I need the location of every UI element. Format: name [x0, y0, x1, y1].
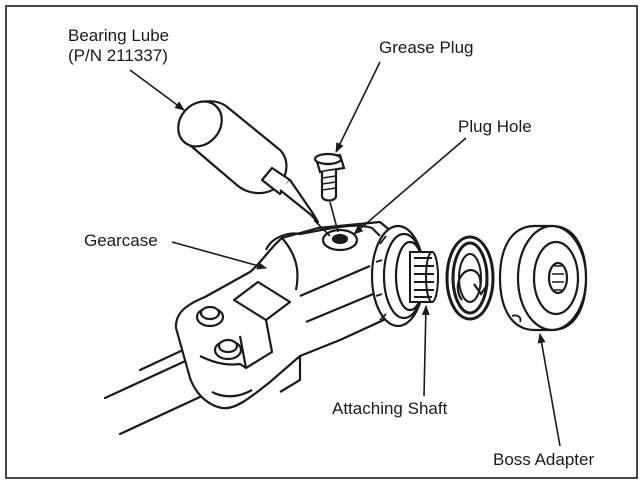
arrow-grease-plug [335, 61, 381, 153]
label-boss-adapter: Boss Adapter [493, 450, 595, 469]
label-attaching-shaft: Attaching Shaft [332, 399, 448, 418]
arrow-boss-adapter [537, 333, 561, 447]
figure-border [5, 5, 638, 479]
label-bearing-lube-part-number: (P/N 211337) [68, 46, 168, 65]
label-grease-plug: Grease Plug [379, 38, 474, 57]
label-bearing-lube: Bearing Lube [68, 26, 170, 45]
attaching-shaft [409, 251, 439, 303]
label-gearcase: Gearcase [84, 231, 158, 250]
gearcase-body [174, 220, 400, 410]
arrow-bearing-lube [129, 69, 185, 111]
retaining-ring [445, 235, 495, 321]
boss-adapter [498, 224, 588, 332]
lube-stream [313, 219, 331, 237]
leader-lines [129, 61, 561, 447]
label-plug-hole: Plug Hole [458, 117, 532, 136]
arrow-attaching-shaft [421, 305, 430, 397]
bearing-lube-bottle [177, 100, 320, 224]
grease-plug [313, 152, 346, 202]
plug-alignment-line [329, 201, 339, 233]
arrow-gearcase [171, 241, 267, 270]
arrow-plug-hole [353, 137, 467, 235]
